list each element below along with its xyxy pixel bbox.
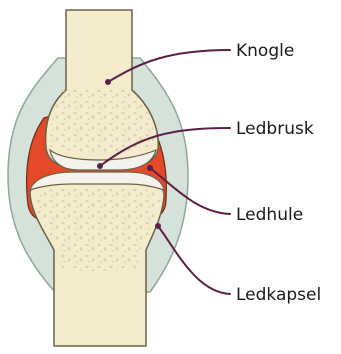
leader-dot-cavity (147, 165, 153, 171)
label-cavity: Ledhule (236, 205, 303, 225)
leader-dot-bone (105, 79, 111, 85)
leader-dot-capsule (155, 223, 161, 229)
label-cartilage: Ledbrusk (236, 119, 314, 139)
leader-dot-cartilage (97, 163, 103, 169)
label-bone: Knogle (236, 41, 294, 61)
label-capsule: Ledkapsel (236, 285, 321, 305)
